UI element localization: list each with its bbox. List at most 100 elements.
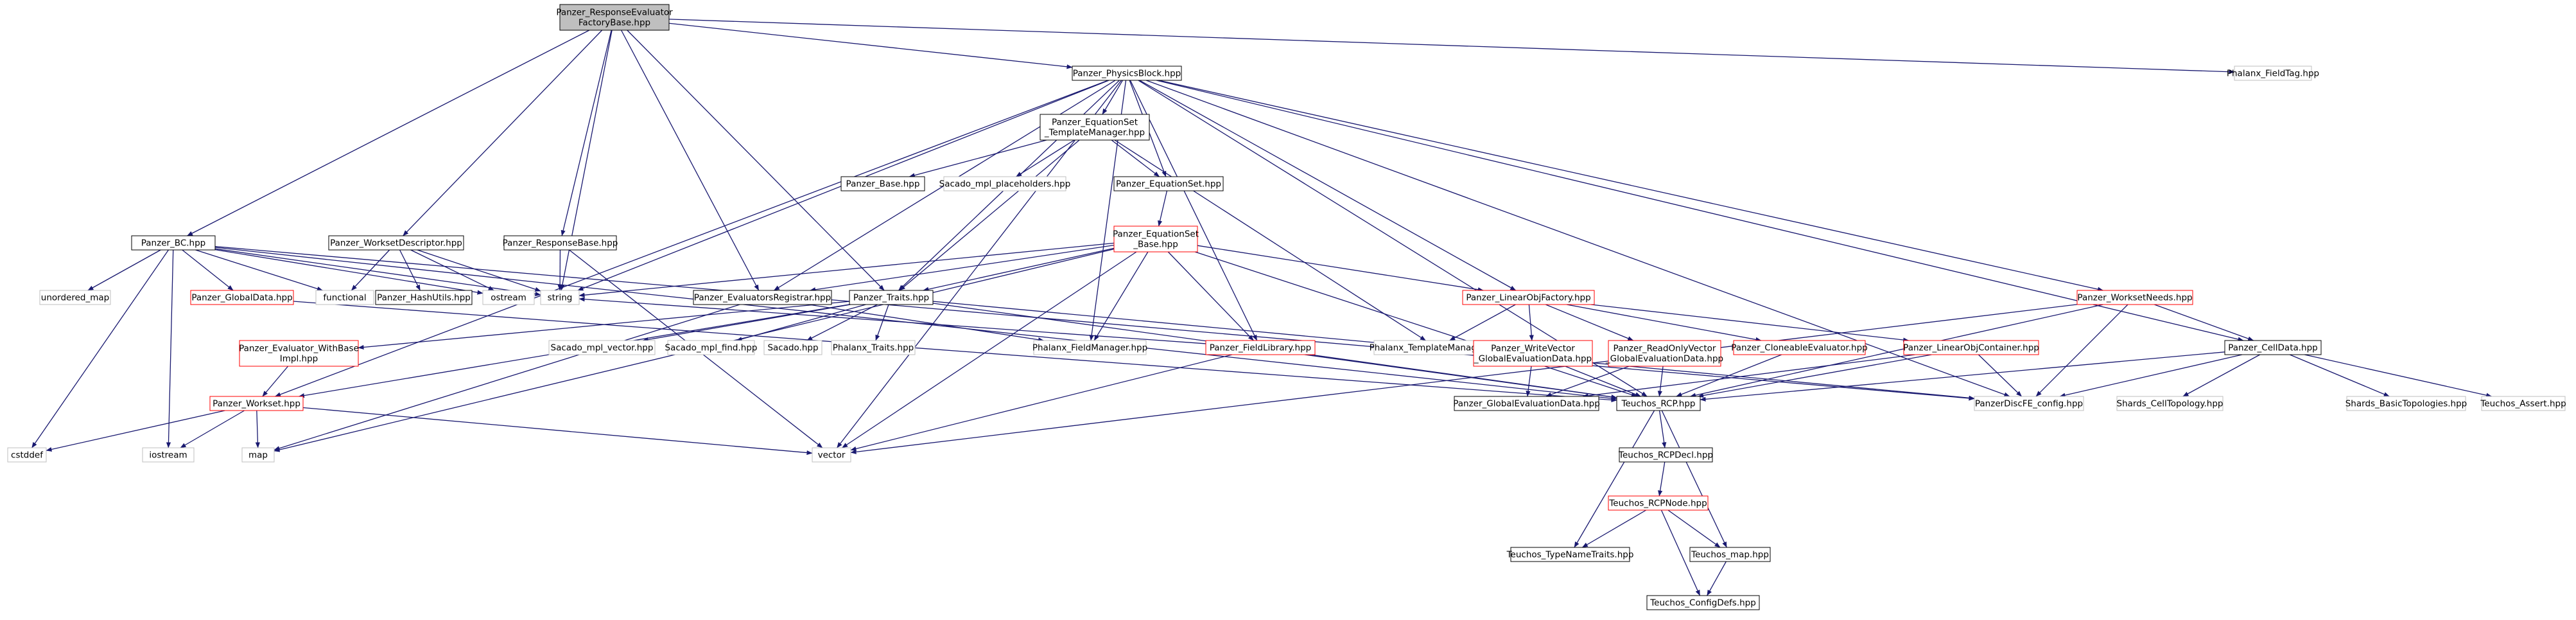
node-box-evalreg[interactable] (693, 290, 832, 305)
node-box-globalevaldata[interactable] (1454, 396, 1599, 411)
node-readonlyvector[interactable]: Panzer_ReadOnlyVector_GlobalEvaluationDa… (1605, 340, 1723, 367)
node-linobjfactory[interactable]: Panzer_LinearObjFactory.hpp (1462, 290, 1595, 305)
node-ostream[interactable]: ostream (482, 290, 535, 305)
node-linobjcontainer[interactable]: Panzer_LinearObjContainer.hpp (1903, 340, 2039, 355)
node-eqset[interactable]: Panzer_EquationSet.hpp (1113, 176, 1224, 191)
node-box-workset[interactable] (209, 396, 304, 411)
node-box-map[interactable] (241, 447, 275, 463)
node-box-shards_celltop[interactable] (2116, 396, 2224, 411)
node-box-bc[interactable] (131, 235, 216, 251)
node-box-discfe_config[interactable] (1974, 396, 2084, 411)
node-eqset_base[interactable]: Panzer_EquationSet_Base.hpp (1113, 226, 1199, 252)
node-teuchos_typenametraits[interactable]: Teuchos_TypeNameTraits.hpp (1506, 547, 1634, 562)
node-sacado[interactable]: Sacado.hpp (763, 340, 822, 355)
node-box-fieldlibrary[interactable] (1205, 340, 1316, 355)
node-box-traits[interactable] (849, 290, 934, 305)
node-phx_traits[interactable]: Phalanx_Traits.hpp (831, 340, 916, 355)
node-box-root[interactable] (559, 4, 670, 31)
node-box-panzer_base[interactable] (840, 176, 925, 191)
node-string[interactable]: string (540, 290, 580, 305)
node-box-physicsblock[interactable] (1072, 66, 1182, 81)
node-phx_fieldtag[interactable]: Phalanx_FieldTag.hpp (2227, 66, 2319, 81)
node-box-sacado_mpl_ph[interactable] (943, 176, 1066, 191)
node-box-phx_fieldmanager[interactable] (1033, 340, 1147, 355)
node-box-readonlyvector[interactable] (1608, 340, 1721, 367)
node-box-sacado_mpl_vector[interactable] (548, 340, 656, 355)
node-celldata[interactable]: Panzer_CellData.hpp (2224, 340, 2322, 355)
node-fieldlibrary[interactable]: Panzer_FieldLibrary.hpp (1205, 340, 1316, 355)
node-box-eqset_base[interactable] (1113, 226, 1198, 252)
node-box-ostream[interactable] (482, 290, 535, 305)
node-cstddef[interactable]: cstddef (7, 447, 47, 463)
node-box-teuchos_map[interactable] (1689, 547, 1771, 562)
node-map[interactable]: map (241, 447, 275, 463)
node-shards_basictop[interactable]: Shards_BasicTopologies.hpp (2345, 396, 2467, 411)
node-teuchos_map[interactable]: Teuchos_map.hpp (1689, 547, 1771, 562)
node-box-eqset_tm[interactable] (1040, 114, 1150, 141)
node-iostream[interactable]: iostream (142, 447, 195, 463)
node-box-cstddef[interactable] (7, 447, 47, 463)
node-worksetneeds[interactable]: Panzer_WorksetNeeds.hpp (2076, 290, 2193, 305)
node-responsebase[interactable]: Panzer_ResponseBase.hpp (503, 235, 618, 251)
node-phx_fieldmanager[interactable]: Phalanx_FieldManager.hpp (1032, 340, 1147, 355)
node-bc[interactable]: Panzer_BC.hpp (131, 235, 216, 251)
node-discfe_config[interactable]: PanzerDiscFE_config.hpp (1974, 396, 2084, 411)
node-box-teuchos_rcpdecl[interactable] (1619, 447, 1713, 463)
node-box-responsebase[interactable] (503, 235, 617, 251)
node-box-teuchos_configdefs[interactable] (1646, 595, 1760, 610)
node-box-eval_withbase[interactable] (239, 340, 359, 367)
node-box-teuchos_typenametraits[interactable] (1510, 547, 1630, 562)
node-box-shards_basictop[interactable] (2346, 396, 2466, 411)
node-cloneable[interactable]: Panzer_CloneableEvaluator.hpp (1731, 340, 1868, 355)
node-unordered_map[interactable]: unordered_map (39, 290, 111, 305)
node-teuchos_assert[interactable]: Teuchos_Assert.hpp (2480, 396, 2566, 411)
node-box-hashutils[interactable] (375, 290, 473, 305)
node-worksetdesc[interactable]: Panzer_WorksetDescriptor.hpp (328, 235, 464, 251)
node-evalreg[interactable]: Panzer_EvaluatorsRegistrar.hpp (693, 290, 832, 305)
node-box-iostream[interactable] (142, 447, 195, 463)
node-box-string[interactable] (540, 290, 580, 305)
node-box-functional[interactable] (315, 290, 374, 305)
node-box-linobjcontainer[interactable] (1903, 340, 2039, 355)
node-box-phx_traits[interactable] (831, 340, 916, 355)
node-workset[interactable]: Panzer_Workset.hpp (209, 396, 304, 411)
node-phx_templatemanager[interactable]: Phalanx_TemplateManager.hpp (1370, 340, 1504, 355)
node-teuchos_configdefs[interactable]: Teuchos_ConfigDefs.hpp (1646, 595, 1760, 610)
node-box-worksetdesc[interactable] (328, 235, 464, 251)
node-traits[interactable]: Panzer_Traits.hpp (849, 290, 934, 305)
node-box-teuchos_rcpnode[interactable] (1608, 495, 1709, 511)
node-shards_celltop[interactable]: Shards_CellTopology.hpp (2116, 396, 2224, 411)
node-physicsblock[interactable]: Panzer_PhysicsBlock.hpp (1072, 66, 1182, 81)
node-sacado_mpl_vector[interactable]: Sacado_mpl_vector.hpp (548, 340, 656, 355)
node-hashutils[interactable]: Panzer_HashUtils.hpp (375, 290, 473, 305)
node-globalevaldata[interactable]: Panzer_GlobalEvaluationData.hpp (1453, 396, 1600, 411)
node-box-globaldata[interactable] (190, 290, 294, 305)
node-globaldata[interactable]: Panzer_GlobalData.hpp (190, 290, 294, 305)
node-sacado_mpl_ph[interactable]: Sacado_mpl_placeholders.hpp (939, 176, 1071, 191)
node-teuchos_rcpdecl[interactable]: Teuchos_RCPDecl.hpp (1618, 447, 1713, 463)
node-sacado_mpl_find[interactable]: Sacado_mpl_find.hpp (665, 340, 758, 355)
node-box-linobjfactory[interactable] (1462, 290, 1595, 305)
node-box-sacado[interactable] (763, 340, 822, 355)
node-box-teuchos_rcp[interactable] (1616, 396, 1701, 411)
node-box-worksetneeds[interactable] (2076, 290, 2193, 305)
node-box-unordered_map[interactable] (39, 290, 111, 305)
node-box-phx_fieldtag[interactable] (2234, 66, 2312, 81)
node-box-cloneable[interactable] (1733, 340, 1866, 355)
node-panzer_base[interactable]: Panzer_Base.hpp (840, 176, 925, 191)
node-teuchos_rcp[interactable]: Teuchos_RCP.hpp (1616, 396, 1701, 411)
node-box-eqset[interactable] (1113, 176, 1224, 191)
node-vector[interactable]: vector (812, 447, 851, 463)
node-box-writevector[interactable] (1473, 340, 1593, 367)
node-eqset_tm[interactable]: Panzer_EquationSet_TemplateManager.hpp (1040, 114, 1150, 141)
node-box-vector[interactable] (812, 447, 851, 463)
node-teuchos_rcpnode[interactable]: Teuchos_RCPNode.hpp (1608, 495, 1709, 511)
node-box-sacado_mpl_find[interactable] (667, 340, 755, 355)
node-functional[interactable]: functional (315, 290, 374, 305)
node-box-teuchos_assert[interactable] (2481, 396, 2566, 411)
dependency-edge-eqset_base-to-traits (923, 247, 1115, 292)
node-writevector[interactable]: Panzer_WriteVector_GlobalEvaluationData.… (1473, 340, 1593, 367)
node-box-celldata[interactable] (2224, 340, 2322, 355)
